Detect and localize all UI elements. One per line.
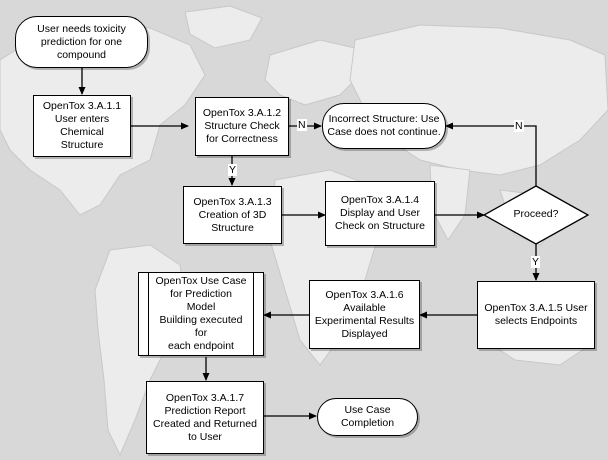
process-3a17-text: OpenTox 3.A.1.7 Prediction Report Create… (153, 391, 257, 443)
predefined-process-text: OpenTox Use Case for Prediction Model Bu… (155, 275, 247, 352)
process-3a13-text: OpenTox 3.A.1.3 Creation of 3D Structure (193, 195, 272, 234)
edge-label-yes-decision: Y (531, 256, 541, 268)
process-3a17: OpenTox 3.A.1.7 Prediction Report Create… (146, 381, 264, 454)
end-text: Use Case Completion (340, 404, 395, 429)
process-3a12-text: OpenTox 3.A.1.2 Structure Check for Corr… (202, 107, 282, 145)
predefined-process-prediction-model: OpenTox Use Case for Prediction Model Bu… (138, 272, 264, 356)
process-3a15: OpenTox 3.A.1.5 User selects Endpoints (477, 281, 595, 349)
process-3a14: OpenTox 3.A.1.4 Display and User Check o… (325, 181, 435, 246)
process-3a11-text: OpenTox 3.A.1.1 User enters Chemical Str… (42, 100, 122, 151)
process-3a16-text: OpenTox 3.A.1.6 Available Experimental R… (314, 288, 415, 340)
process-3a16: OpenTox 3.A.1.6 Available Experimental R… (309, 280, 420, 349)
decision-diamond (482, 185, 590, 245)
process-3a11: OpenTox 3.A.1.1 User enters Chemical Str… (33, 95, 131, 157)
process-3a14-text: OpenTox 3.A.1.4 Display and User Check o… (335, 194, 425, 232)
edge-label-no-check: N (297, 119, 307, 131)
decision-text: Proceed? (513, 208, 559, 220)
end-terminator: Use Case Completion (317, 398, 418, 436)
edge-decision-to-incorrect (445, 122, 537, 186)
edge-label-yes-check: Y (228, 164, 238, 176)
map-greenland (184, 5, 263, 49)
map-europe (264, 39, 361, 106)
process-3a12: OpenTox 3.A.1.2 Structure Check for Corr… (195, 97, 289, 156)
start-terminator: User needs toxicity prediction for one c… (15, 16, 148, 68)
start-text: User needs toxicity prediction for one c… (37, 22, 126, 61)
process-3a13: OpenTox 3.A.1.3 Creation of 3D Structure (183, 186, 282, 244)
edge-label-no-decision: N (514, 120, 524, 132)
incorrect-structure-terminator: Incorrect Structure: Use Case does not c… (322, 103, 446, 149)
incorrect-structure-text: Incorrect Structure: Use Case does not c… (327, 113, 441, 138)
process-3a15-text: OpenTox 3.A.1.5 User selects Endpoints (484, 302, 588, 327)
